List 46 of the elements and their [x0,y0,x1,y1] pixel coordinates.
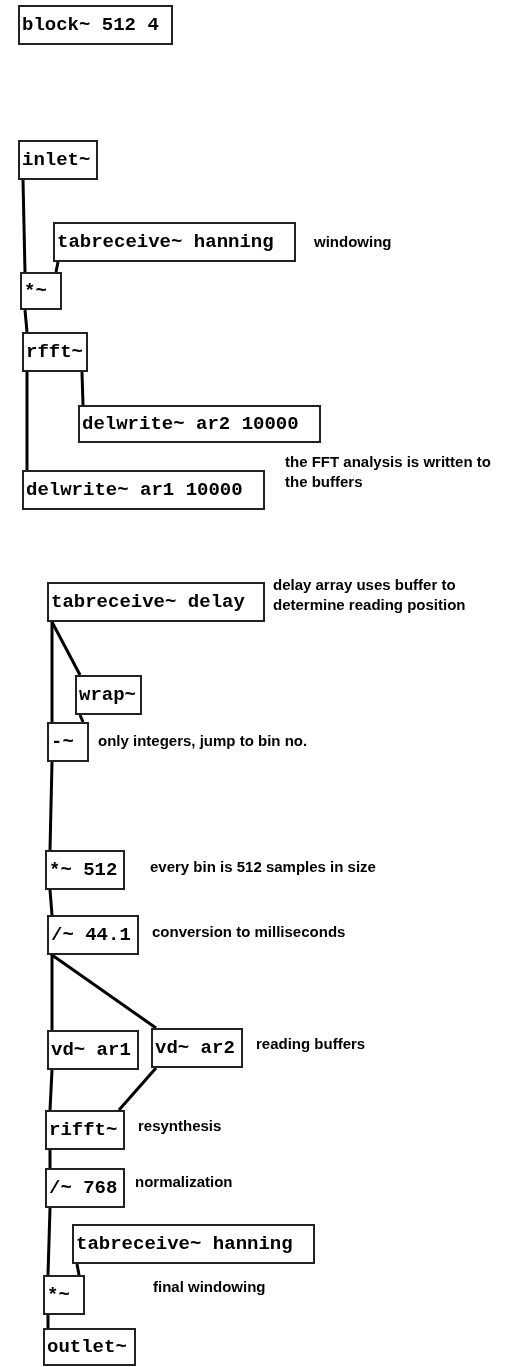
object-box: delwrite~ ar2 10000 [78,405,321,443]
object-box: /~ 44.1 [47,915,139,955]
object-box: rfft~ [22,332,88,372]
patch-cord [54,261,60,273]
comment-text: delay array uses buffer to determine reading position [273,575,467,615]
comment-text: the FFT analysis is written to the buffers [285,452,492,492]
object-box: delwrite~ ar1 10000 [22,470,265,510]
object-box: *~ [20,272,62,310]
object-box: tabreceive~ hanning [53,222,296,262]
patch-cord [50,955,54,1030]
object-box: wrap~ [75,675,142,715]
object-box: vd~ ar2 [151,1028,243,1068]
comment-text: normalization [135,1172,233,1192]
comment-text: only integers, jump to bin no. [98,731,308,751]
patch-cord [75,1263,81,1276]
comment-text: resynthesis [138,1116,222,1136]
patch-cord [48,1069,54,1111]
comment-text: reading buffers [256,1034,366,1054]
object-box: inlet~ [18,140,98,180]
patch-cord [46,1207,52,1276]
patch-cord [117,1067,158,1111]
patch-cord [48,889,54,916]
comment-text: conversion to milliseconds [152,922,346,942]
object-box: vd~ ar1 [47,1030,139,1070]
object-box: *~ [43,1275,85,1315]
patch-cord [51,953,157,1030]
patch-cord [25,372,29,470]
comment-text: every bin is 512 samples in size [150,857,376,877]
object-box: *~ 512 [45,850,125,890]
patch-cord [48,761,54,851]
object-box: block~ 512 4 [18,5,173,45]
object-box: outlet~ [43,1328,136,1366]
patch-cord [46,1315,50,1328]
object-box: /~ 768 [45,1168,125,1208]
patch-cord [80,371,85,406]
object-box: -~ [47,722,89,762]
patch-cord [78,714,85,723]
comment-text: final windowing [153,1277,266,1297]
object-box: tabreceive~ delay [47,582,265,622]
object-box: rifft~ [45,1110,125,1150]
patch-cord [23,309,29,333]
patch-cord [48,1150,52,1168]
patch-cord [21,179,27,273]
object-box: tabreceive~ hanning [72,1224,315,1264]
patch-cord [50,622,54,722]
comment-text: windowing [314,232,392,252]
